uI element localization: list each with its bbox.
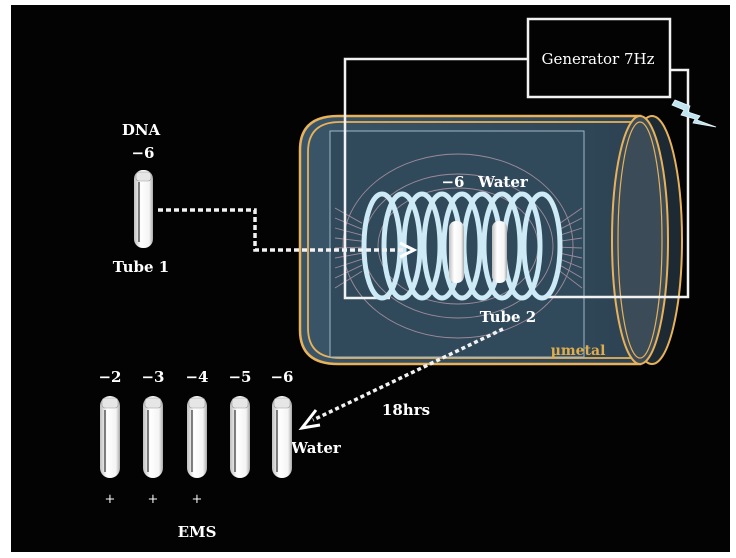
shield-end-cap-inner [617,121,663,359]
dilution-tube: −4 + [185,368,208,507]
field-line [334,237,363,242]
field-line [559,258,583,269]
ems-positive-mark: + [148,492,159,507]
field-line [334,270,363,289]
shield-inner-outline [307,121,636,359]
mu-metal-label: µmetal [551,343,606,359]
duration-label: 18hrs [382,401,430,419]
field-line [559,237,583,242]
ems-label: EMS [178,523,217,541]
tube-2-label: Tube 2 [480,308,536,326]
field-line [559,217,583,230]
dilution-label: −2 [98,368,121,386]
dilution-series: −2 + −3 + −4 + −5 −6 [98,368,293,507]
generator-label: Generator 7Hz [541,50,654,68]
ems-positive-mark: + [192,492,203,507]
field-line [334,227,363,236]
inner-tube-dna [449,221,464,283]
tube-cap [144,397,162,409]
field-line [334,264,363,279]
field-line [559,207,583,224]
tube-1-label: Tube 1 [113,258,169,276]
tube-1 [134,170,153,248]
wire-right [545,68,690,299]
tube-cap [101,397,119,409]
dilution-tube: −2 + [98,368,121,507]
water-target-label: Water [290,439,342,457]
shield-end-cap-front [611,115,669,365]
dilution-label: −5 [228,368,251,386]
coil-loop [441,191,483,301]
field-line [559,264,583,279]
inner-sample-label: Water [477,173,529,191]
field-line [559,227,583,236]
inner-dilution-label: −6 [441,173,464,191]
generator-box: Generator 7Hz [526,17,672,99]
dna-label: DNA [122,121,161,139]
dilution-label: −6 [270,368,293,386]
tube-cap [231,397,249,409]
field-line [334,207,363,224]
field-line [334,246,363,249]
coil-loop [361,191,403,301]
field-line [559,252,583,259]
coil-loop [481,191,523,301]
dilution-tube: −5 [228,368,252,478]
field-line [334,252,363,259]
field-line [559,270,583,289]
transfer-path-out [312,327,504,422]
dilution-tube: −6 [270,368,294,478]
lightning-bolt-icon [671,99,717,128]
tube-cap [273,397,291,409]
field-line [334,217,363,230]
dilution-label: −4 [185,368,208,386]
field-line [334,258,363,269]
ems-positive-mark: + [105,492,116,507]
generator-wiring [343,57,690,300]
field-line [559,246,583,249]
coil-loop [521,191,563,301]
arrow-head-in-icon [399,241,418,259]
arrow-head-out-icon [298,409,321,431]
dilution-tube: −3 + [141,368,164,507]
coil-loop [381,191,423,301]
wire-left [343,57,528,300]
source-dilution-label: −6 [131,144,154,162]
dilution-label: −3 [141,368,164,386]
tube-cap [188,397,206,409]
inner-tube-water [492,221,507,283]
transfer-path-in [158,208,405,252]
